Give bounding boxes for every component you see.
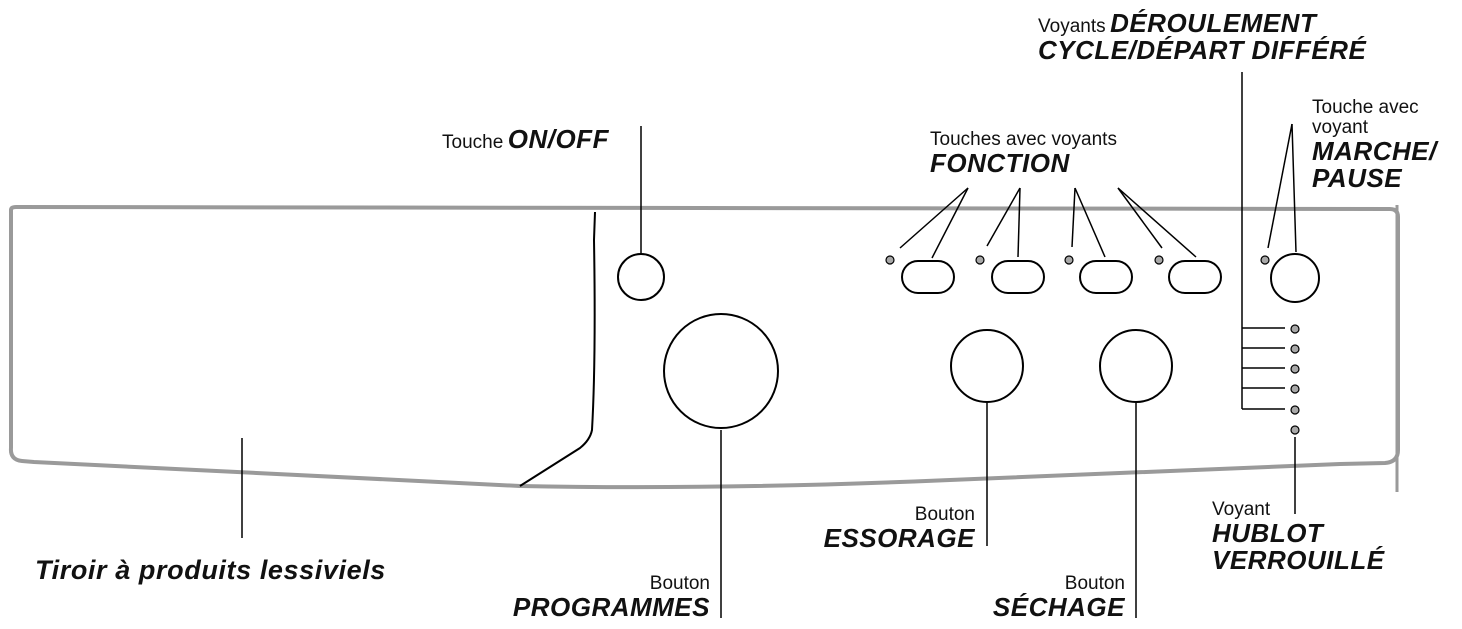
label-deroulement-prefix: Voyants — [1038, 16, 1106, 37]
label-sechage-name: SÉCHAGE — [992, 591, 1125, 622]
label-marche-pause-name1: MARCHE/ — [1312, 135, 1437, 166]
programmes-knob[interactable] — [663, 313, 779, 429]
label-programmes-prefix: Bouton — [649, 573, 710, 594]
function-leaders — [899, 187, 1197, 259]
label-hublot-name1: HUBLOT — [1212, 517, 1324, 548]
label-deroulement: Voyants DÉROULEMENT CYCLE/DÉPART DIFFÉRÉ — [1038, 8, 1367, 66]
function-button-2[interactable] — [991, 260, 1045, 294]
label-deroulement-name1: DÉROULEMENT — [1110, 8, 1317, 38]
label-fonction-name: FONCTION — [930, 147, 1070, 178]
function-button-1[interactable] — [901, 260, 955, 294]
function-led-2 — [975, 255, 985, 265]
label-essorage-name: ESSORAGE — [823, 522, 975, 553]
label-on-off-name: ON/OFF — [507, 124, 609, 154]
function-button-3[interactable] — [1079, 260, 1133, 294]
label-deroulement-name2: CYCLE/DÉPART DIFFÉRÉ — [1038, 35, 1367, 66]
marche-pause-led — [1260, 255, 1270, 265]
essorage-knob[interactable] — [950, 329, 1024, 403]
label-hublot-name2: VERROUILLÉ — [1212, 545, 1385, 576]
label-fonction-line1: Touches avec voyants — [930, 129, 1117, 150]
label-programmes: Bouton PROGRAMMES — [470, 574, 710, 621]
label-sechage: Bouton SÉCHAGE — [925, 574, 1125, 621]
function-led-3 — [1064, 255, 1074, 265]
label-fonction: Touches avec voyants FONCTION — [930, 130, 1117, 177]
label-marche-pause-line2: voyant — [1312, 116, 1368, 138]
label-tiroir: Tiroir à produits lessiviels — [35, 555, 386, 585]
marche-pause-button[interactable] — [1270, 253, 1320, 303]
label-programmes-name: PROGRAMMES — [512, 591, 710, 622]
label-marche-pause: Touche avec voyant MARCHE/ PAUSE — [1312, 98, 1437, 192]
label-essorage-prefix: Bouton — [914, 504, 975, 525]
deroulement-leds — [1241, 72, 1300, 415]
function-button-4[interactable] — [1168, 260, 1222, 294]
label-essorage: Bouton ESSORAGE — [775, 505, 975, 552]
label-sechage-prefix: Bouton — [1064, 573, 1125, 594]
function-led-1 — [885, 255, 895, 265]
label-hublot: Voyant HUBLOT VERROUILLÉ — [1212, 500, 1385, 575]
function-led-4 — [1154, 255, 1164, 265]
marche-pause-leaders — [1267, 123, 1297, 253]
label-on-off-prefix: Touche — [442, 132, 504, 153]
label-on-off: Touche ON/OFF — [442, 124, 609, 154]
sechage-knob[interactable] — [1099, 329, 1173, 403]
function-buttons — [885, 255, 1222, 294]
drawer-separator — [519, 211, 596, 487]
label-hublot-prefix: Voyant — [1212, 499, 1271, 520]
hublot-led — [1290, 425, 1300, 435]
on-off-button[interactable] — [617, 253, 665, 301]
label-marche-pause-name2: PAUSE — [1312, 163, 1403, 194]
label-marche-pause-line1: Touche avec — [1312, 97, 1419, 118]
